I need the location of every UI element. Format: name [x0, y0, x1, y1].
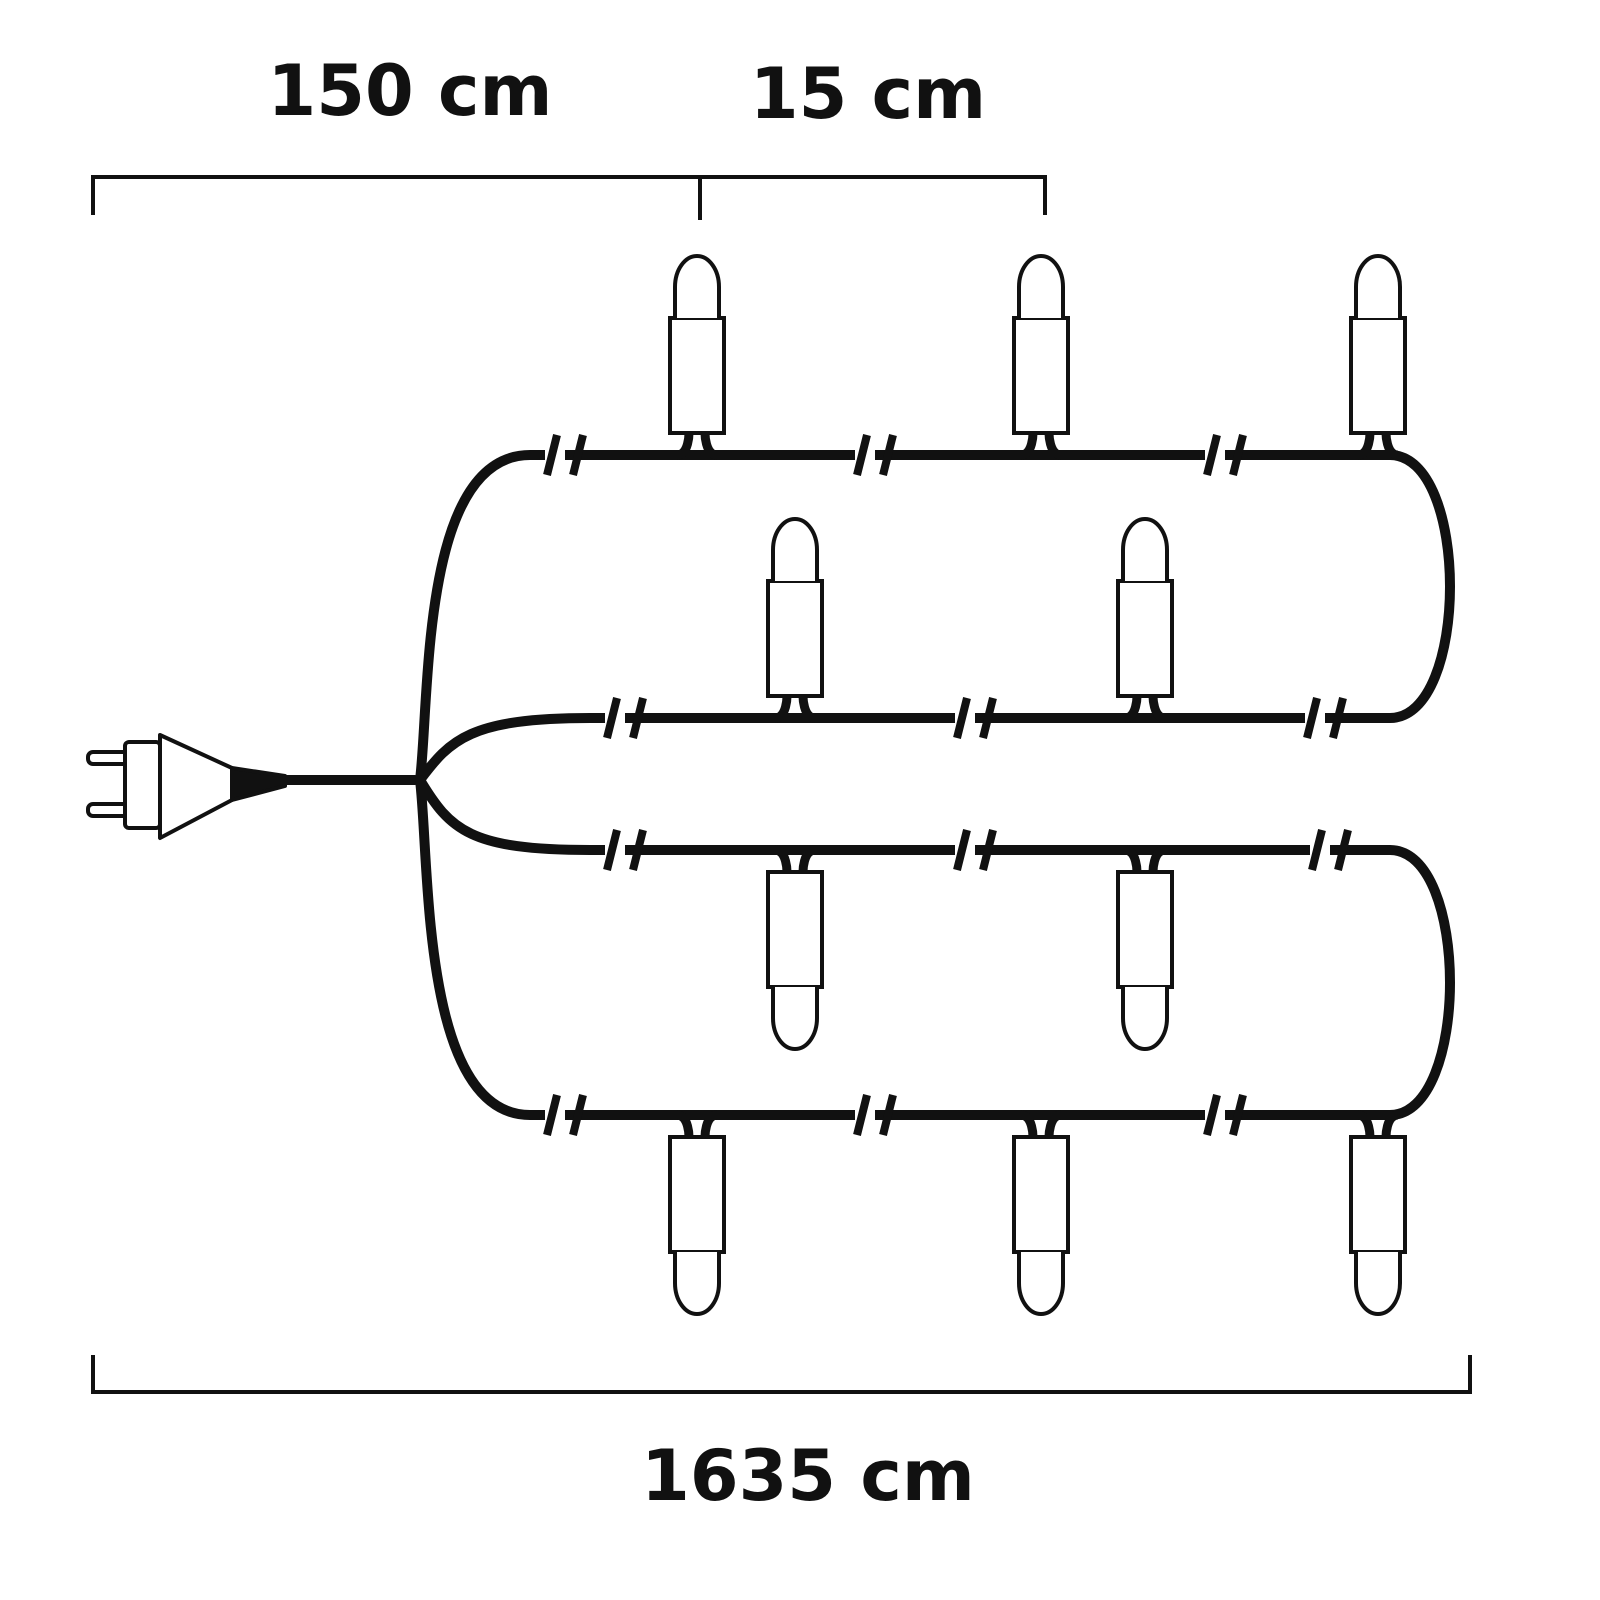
break-mark-icon: [1308, 829, 1352, 871]
bulb-icon: [766, 517, 824, 723]
break-mark-icon: [603, 697, 647, 739]
bottom-dimension: [91, 1355, 1472, 1394]
break-mark-icon: [953, 829, 997, 871]
plug-icon: [86, 733, 287, 840]
break-mark-icon: [853, 1094, 897, 1136]
bulb-icon: [1349, 1110, 1407, 1316]
break-mark-icon: [1303, 697, 1347, 739]
cable: [280, 450, 1455, 1120]
bulb-icon: [1012, 1110, 1070, 1316]
total-length-label: 1635 cm: [641, 1435, 975, 1517]
bulb-icon: [1116, 517, 1174, 723]
break-mark-icon: [953, 697, 997, 739]
break-mark-icon: [543, 1094, 587, 1136]
break-mark-icon: [853, 434, 897, 476]
bulb-icon: [1012, 254, 1070, 460]
bulb-icon: [1116, 845, 1174, 1051]
top-dimension: [91, 175, 1047, 220]
break-mark-icon: [1203, 434, 1247, 476]
lead-length-label: 150 cm: [268, 50, 553, 132]
bulb-icon: [668, 1110, 726, 1316]
break-mark-icon: [543, 434, 587, 476]
break-mark-icon: [603, 829, 647, 871]
bulb-icon: [1349, 254, 1407, 460]
spacing-label: 15 cm: [750, 53, 986, 135]
break-mark-icon: [1203, 1094, 1247, 1136]
bulb-icon: [766, 845, 824, 1051]
bulb-icon: [668, 254, 726, 460]
